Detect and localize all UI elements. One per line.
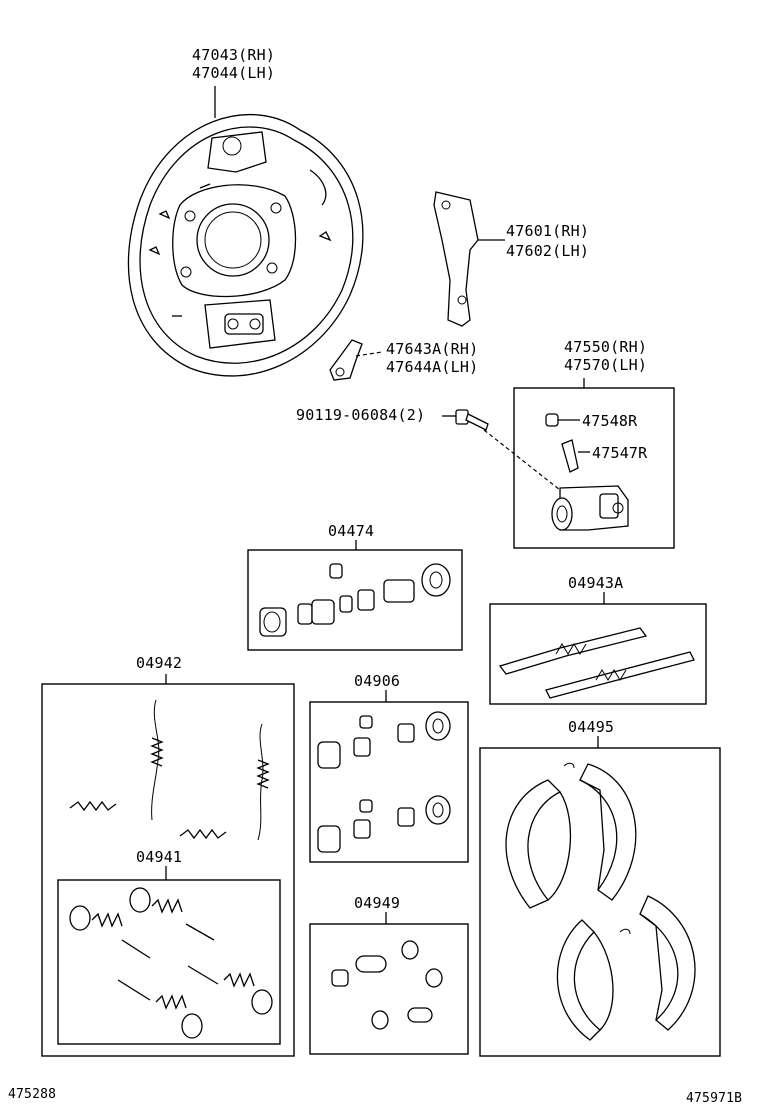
shoe-kit-box (479, 747, 721, 1057)
label-backing-plate-rh: 47043(RH) (192, 46, 276, 64)
backing-plate-drawing[interactable] (127, 86, 364, 377)
bolt-drawing[interactable] (442, 409, 561, 491)
label-bleeder-plug: 47547R (592, 444, 648, 462)
wheel-cylinder-drawing[interactable] (545, 413, 629, 531)
label-shoe-kit: 04495 (568, 718, 615, 736)
holddown-kit-drawing[interactable] (69, 887, 273, 1039)
label-holddown-kit: 04941 (136, 848, 183, 866)
label-adjuster-kit: 04943A (568, 574, 624, 592)
footer-right-code: 475971B (686, 1091, 743, 1106)
cylinder-kit-box (247, 549, 463, 651)
label-cylinder-kit-2: 04906 (354, 672, 401, 690)
label-wheel-cylinder-rh: 47550(RH) (564, 338, 648, 356)
label-adjuster-lever-lh: 47644A(LH) (386, 358, 479, 376)
footer-left-code: 475288 (8, 1087, 57, 1102)
label-adjuster-lever-rh: 47643A(RH) (386, 340, 479, 358)
shoe-kit-drawing[interactable] (505, 762, 696, 1041)
spring-kit-drawing[interactable] (69, 699, 270, 841)
cup-kit-drawing[interactable] (331, 940, 443, 1030)
parking-lever-drawing[interactable] (433, 191, 505, 327)
label-bleeder-cap: 47548R (582, 412, 638, 430)
adjuster-kit-drawing[interactable] (498, 627, 695, 699)
adjuster-kit-box (489, 603, 707, 705)
holddown-kit-box (57, 879, 281, 1045)
adjuster-lever-drawing[interactable] (329, 339, 383, 381)
label-bolt: 90119-06084(2) (296, 406, 426, 424)
cup-kit-box (309, 923, 469, 1055)
label-lever-lh: 47602(LH) (506, 242, 590, 260)
cylinder-kit-2-box (309, 701, 469, 863)
label-lever-rh: 47601(RH) (506, 222, 590, 240)
cylinder-kit-drawing[interactable] (259, 563, 451, 637)
label-spring-kit: 04942 (136, 654, 183, 672)
spring-kit-box (41, 683, 295, 1057)
label-wheel-cylinder-lh: 47570(LH) (564, 356, 648, 374)
cylinder-kit-2-drawing[interactable] (317, 711, 451, 853)
label-cup-kit: 04949 (354, 894, 401, 912)
label-backing-plate-lh: 47044(LH) (192, 64, 276, 82)
wheel-cylinder-box (513, 387, 675, 549)
label-cylinder-kit: 04474 (328, 522, 375, 540)
